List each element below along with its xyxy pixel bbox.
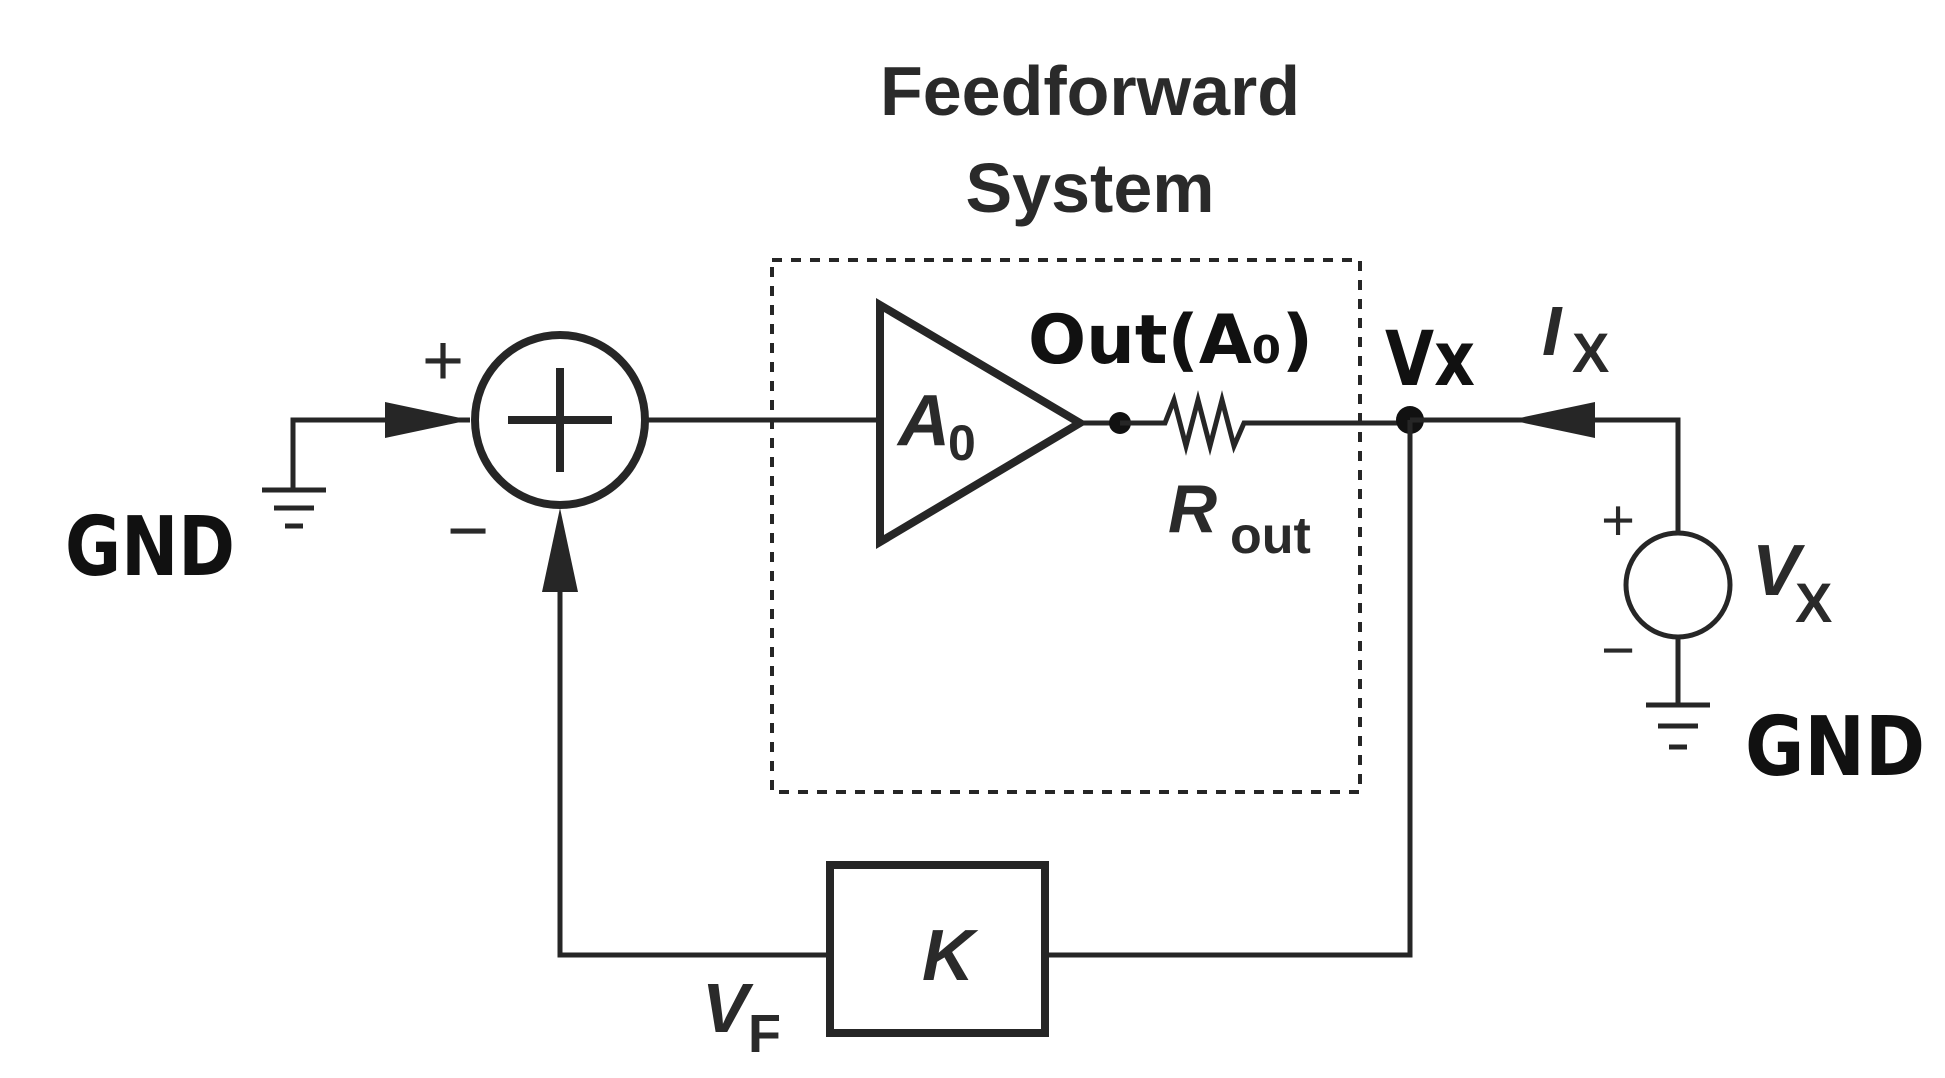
vx-node-label: Vx xyxy=(1385,314,1475,403)
feedback-arrow-icon xyxy=(542,508,578,592)
source-minus-sign: − xyxy=(1601,618,1635,683)
source-wire xyxy=(1410,417,1681,535)
rout-subscript: out xyxy=(1230,507,1311,565)
amp-gain-label: A xyxy=(896,381,950,461)
rout-resistor xyxy=(1120,390,1410,456)
feedback-wire-right xyxy=(1045,420,1413,958)
gnd-right-label: GND xyxy=(1745,700,1925,795)
amplifier-triangle xyxy=(876,297,1088,550)
minus-sign: − xyxy=(447,491,489,571)
plus-sign: + xyxy=(422,321,464,401)
rout-label: R xyxy=(1168,471,1217,547)
voltage-source xyxy=(1623,530,1733,640)
out-node-label: Out(A₀) xyxy=(1028,301,1313,380)
feedforward-system-box xyxy=(770,258,1362,794)
title-line-1: Feedforward xyxy=(880,52,1300,130)
amp-gain-subscript: 0 xyxy=(948,415,976,471)
input-wire xyxy=(290,402,470,490)
title-line-2: System xyxy=(965,149,1214,227)
right-ground-symbol xyxy=(1646,637,1710,750)
source-subscript: X xyxy=(1795,571,1832,634)
source-label: V xyxy=(1752,531,1806,611)
ix-subscript: X xyxy=(1572,321,1609,384)
source-plus-sign: + xyxy=(1601,488,1635,553)
input-arrow-icon xyxy=(385,402,470,438)
summing-junction xyxy=(471,331,649,509)
ix-label: I xyxy=(1542,292,1563,370)
feedback-wire-left xyxy=(557,590,830,958)
feedback-block-label: K xyxy=(922,916,979,996)
vf-label: V xyxy=(702,969,754,1047)
current-arrow-icon xyxy=(1510,402,1595,438)
vf-subscript: F xyxy=(748,1004,781,1064)
feedback-block-k xyxy=(826,861,1049,1037)
gnd-left-label: GND xyxy=(65,500,235,595)
